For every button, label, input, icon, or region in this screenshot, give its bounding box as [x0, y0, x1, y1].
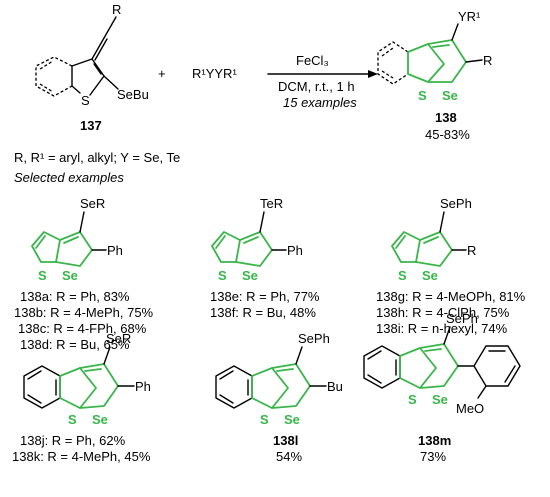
product-138-se: Se — [442, 88, 458, 103]
ex3-side-substituent: R — [467, 243, 476, 258]
ex5-se: Se — [284, 412, 300, 427]
ex2-row-1: 138f: R = Bu, 48% — [210, 305, 316, 320]
ex1-row-2: 138c: R = 4-FPh, 68% — [18, 321, 147, 336]
ex5-id: 138l — [273, 433, 298, 448]
ex1-side-substituent: Ph — [107, 243, 123, 258]
ex3-s: S — [398, 268, 407, 283]
example-138e-f-structure — [211, 211, 287, 267]
ex1-row-0: 138a: R = Ph, 83% — [20, 289, 130, 304]
definition-text: R, R¹ = aryl, alkyl; Y = Se, Te — [14, 150, 180, 165]
example-138j-k-structure — [23, 346, 135, 409]
reagent-r1yyr1: R¹YYR¹ — [192, 66, 237, 81]
ex1-top-substituent: SeR — [80, 196, 105, 211]
ex5-side-substituent: Bu — [327, 379, 343, 394]
ex4-top-substituent: SeR — [106, 331, 131, 346]
ex1-se: Se — [62, 268, 78, 283]
ex4-se: Se — [92, 412, 108, 427]
ex3-row-0: 138g: R = 4-MeOPh, 81% — [376, 289, 526, 304]
ex2-top-substituent: TeR — [260, 196, 283, 211]
ex3-se: Se — [422, 268, 438, 283]
ex4-side-substituent: Ph — [135, 379, 151, 394]
selected-examples-heading: Selected examples — [14, 170, 124, 185]
ex5-yield: 54% — [276, 449, 302, 464]
ex2-se: Se — [242, 268, 258, 283]
ex4-row-0: 138j: R = Ph, 62% — [20, 433, 126, 448]
product-138-s: S — [418, 88, 427, 103]
ex3-top-substituent: SePh — [440, 196, 472, 211]
reactant-137-structure — [35, 16, 119, 97]
condition-fecl3: FeCl₃ — [296, 53, 329, 68]
reactant-137-label: 137 — [80, 118, 102, 133]
product-138-yield: 45-83% — [425, 127, 470, 142]
ex3-row-1: 138h: R = 4-ClPh, 75% — [376, 305, 510, 320]
ex6-se: Se — [432, 392, 448, 407]
ex6-yield: 73% — [420, 449, 446, 464]
ex5-top-substituent: SePh — [298, 331, 330, 346]
ex5-s: S — [260, 412, 269, 427]
ex4-row-1: 138k: R = 4-MePh, 45% — [12, 449, 151, 464]
ex2-s: S — [218, 268, 227, 283]
ex1-row-3: 138d: R = Bu, 65% — [20, 337, 130, 352]
condition-examples: 15 examples — [283, 95, 357, 110]
product-138-label: 138 — [435, 110, 457, 125]
example-138a-d-structure — [31, 211, 107, 267]
ex6-top-substituent: SePh — [446, 311, 478, 326]
ex1-s: S — [38, 268, 47, 283]
example-138m-structure — [363, 326, 521, 399]
reactant-137-sebu: SeBu — [117, 87, 149, 102]
example-138l-structure — [215, 346, 327, 409]
condition-solvent: DCM, r.t., 1 h — [278, 79, 355, 94]
ex2-side-substituent: Ph — [287, 243, 303, 258]
ex6-id: 138m — [418, 433, 451, 448]
ex6-s: S — [408, 392, 417, 407]
plus-sign: + — [158, 66, 166, 81]
ex2-row-0: 138e: R = Ph, 77% — [210, 289, 320, 304]
product-138-structure — [377, 23, 483, 85]
product-138-r: R — [483, 53, 492, 68]
product-138-yr1: YR¹ — [458, 9, 481, 24]
ex3-row-2: 138i: R = n-hexyl, 74% — [376, 321, 508, 336]
reactant-137-r: R — [112, 2, 121, 17]
ex4-s: S — [68, 412, 77, 427]
reaction-arrow — [267, 70, 378, 78]
ex6-methoxy: MeO — [456, 401, 484, 416]
reactant-137-s: S — [81, 93, 90, 108]
ex1-row-1: 138b: R = 4-MePh, 75% — [14, 305, 154, 320]
example-138g-i-structure — [391, 211, 467, 267]
